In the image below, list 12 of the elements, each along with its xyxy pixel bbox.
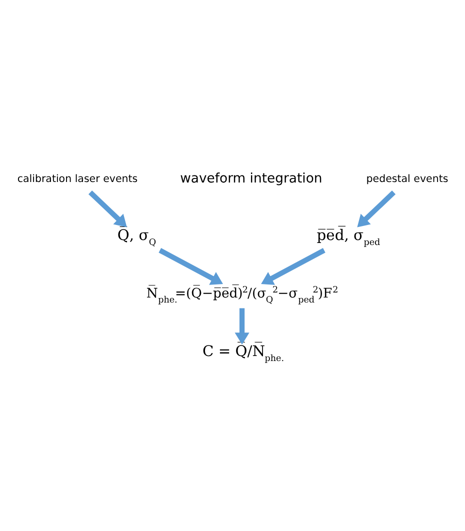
- node-text: pedestal events: [366, 172, 448, 184]
- label: waveform integration: [180, 170, 322, 186]
- arrow: [357, 190, 396, 227]
- arrow: [261, 248, 326, 284]
- arrow: [88, 190, 127, 227]
- arrow: [234, 308, 250, 344]
- arrow: [158, 248, 223, 284]
- node-text: p̅e̅d̅, σ$_{ped}$: [316, 226, 380, 248]
- node-text: N̅$_{phe.}$=(Q̅−p̅e̅d̅)$^{2}$/(σ$_{Q}$$^{2}$−σ$_{ped}$$^{2}$)F$^{2}$: [146, 284, 338, 305]
- node-text: Q̅, σ$_{Q}$: [117, 226, 156, 248]
- node-text: calibration laser events: [17, 172, 138, 184]
- node-text: C = Q̅/N̅$_{phe.}$: [202, 342, 284, 364]
